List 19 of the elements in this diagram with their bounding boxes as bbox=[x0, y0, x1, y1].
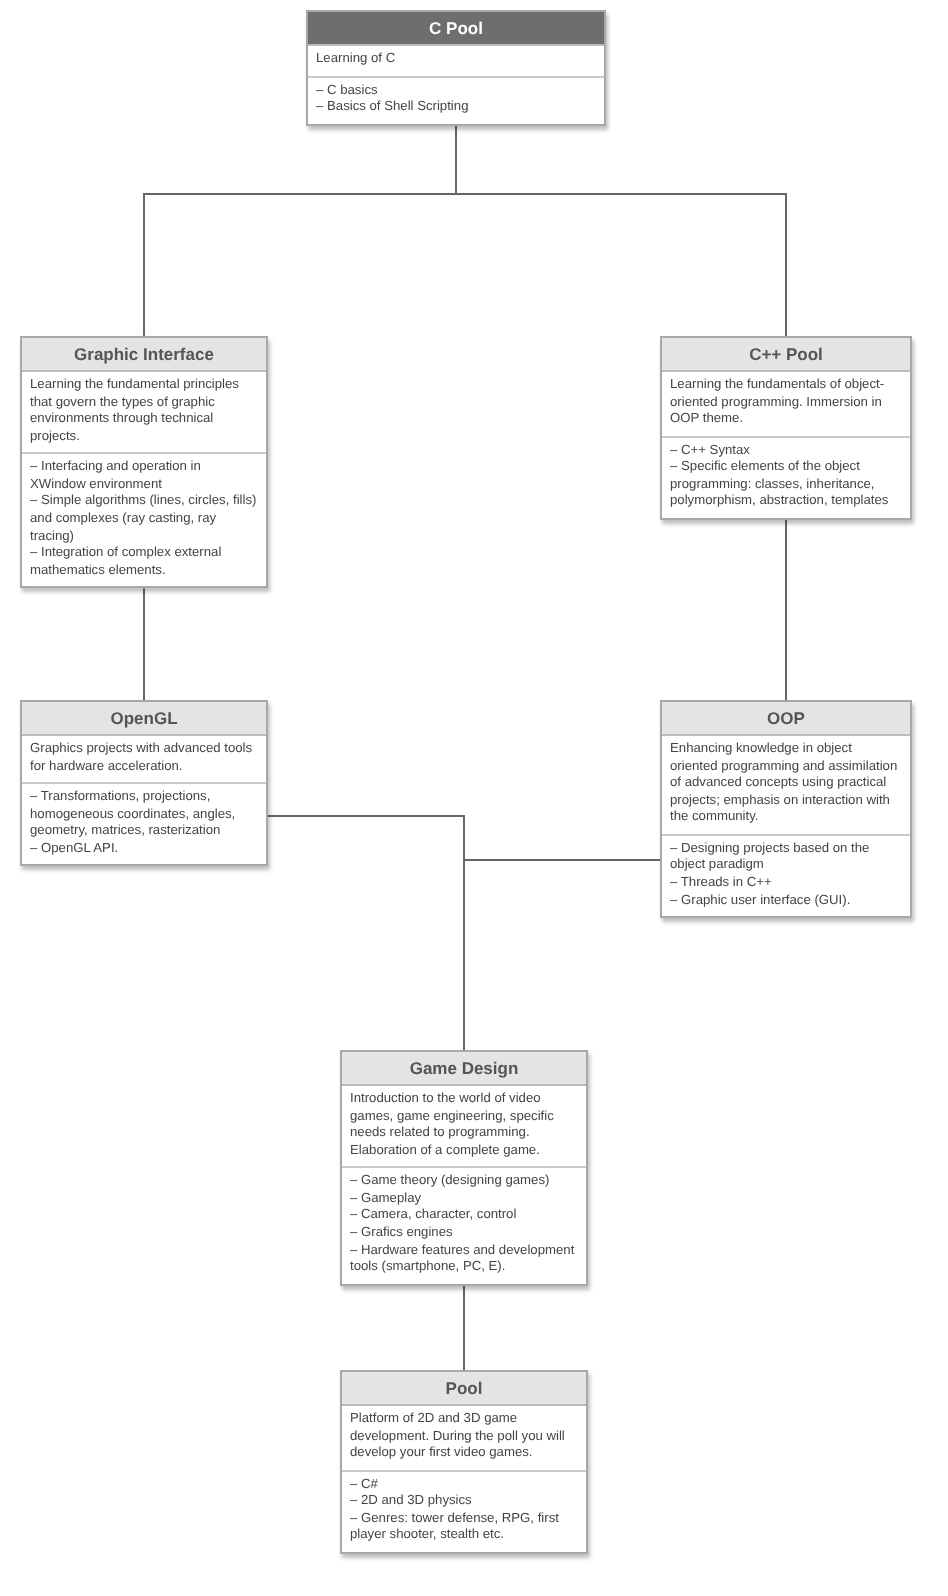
card-title: Graphic Interface bbox=[22, 338, 266, 372]
connector-line bbox=[463, 859, 661, 1051]
connector-line bbox=[785, 518, 787, 701]
course-card bbox=[20, 700, 268, 867]
course-card bbox=[660, 336, 912, 520]
card-title: OOP bbox=[662, 702, 910, 736]
connector-line bbox=[463, 1284, 465, 1371]
course-card bbox=[340, 1370, 588, 1554]
course-card bbox=[20, 336, 268, 589]
connector-line bbox=[455, 124, 787, 337]
connector-line bbox=[143, 587, 145, 701]
card-title: Game Design bbox=[342, 1052, 586, 1086]
card-title: OpenGL bbox=[22, 702, 266, 736]
course-card bbox=[306, 10, 606, 126]
card-title: Pool bbox=[342, 1372, 586, 1406]
card-title: C++ Pool bbox=[662, 338, 910, 372]
course-card bbox=[340, 1050, 588, 1286]
course-card bbox=[660, 700, 912, 919]
card-title: C Pool bbox=[308, 12, 604, 46]
